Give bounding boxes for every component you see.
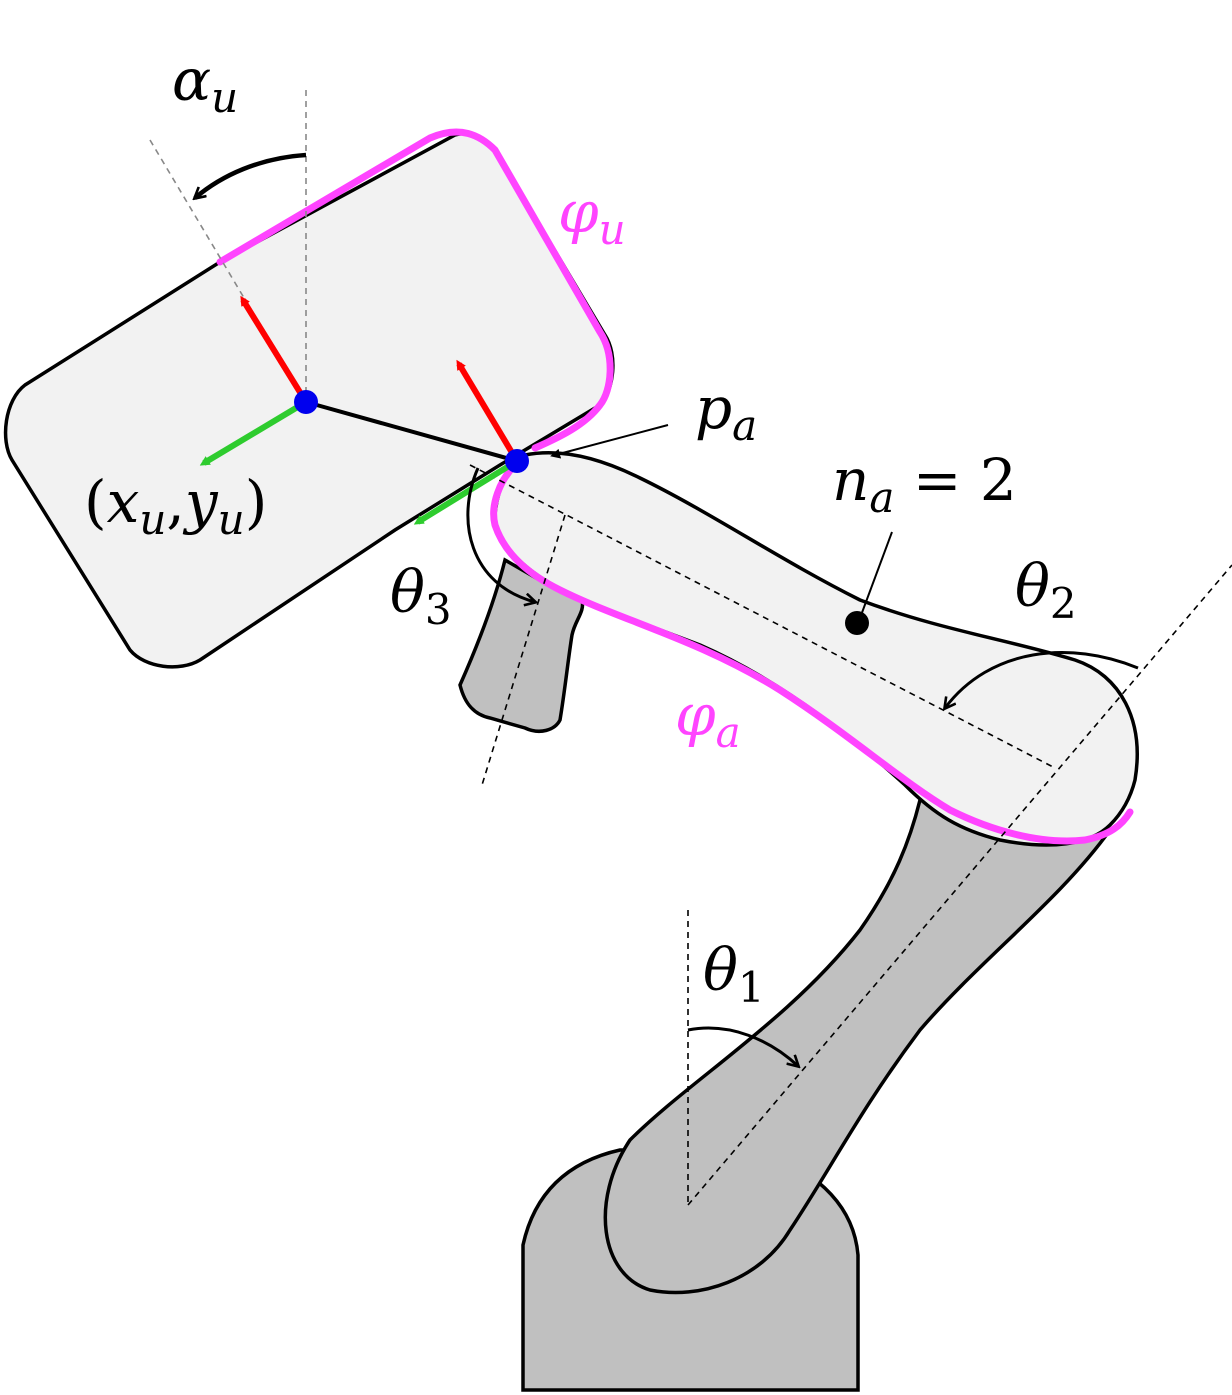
theta-2-label: θ2 bbox=[1015, 552, 1077, 628]
phi-a-label: φa bbox=[675, 681, 741, 757]
robot-contact-contour bbox=[490, 461, 1134, 845]
contact-point-pointer bbox=[550, 424, 669, 459]
theta-2-arc bbox=[945, 651, 1139, 708]
frame-to-contact-line bbox=[305, 400, 518, 463]
p-a-label: pa bbox=[695, 374, 757, 450]
object-frame-origin bbox=[294, 390, 318, 414]
contact-frame-y-axis bbox=[413, 458, 519, 525]
link-2-point bbox=[845, 611, 869, 635]
phi-u-label: φu bbox=[558, 178, 626, 254]
link-2-point-leader bbox=[859, 531, 893, 619]
dashed-reference-lines bbox=[469, 464, 1232, 1206]
alpha-u-label: αu bbox=[172, 46, 238, 122]
robot-link-2 bbox=[493, 451, 1139, 847]
object-frame-y-axis bbox=[199, 399, 308, 466]
theta-1-arc bbox=[687, 1026, 798, 1066]
theta-3-arc bbox=[466, 467, 535, 602]
robot-link-1 bbox=[603, 798, 1114, 1295]
contact-point bbox=[505, 449, 529, 473]
xy-u-label: (xu,yu) bbox=[84, 468, 267, 544]
contact-frame-x-axis bbox=[456, 359, 520, 463]
alpha-u-arc bbox=[195, 152, 307, 198]
object-contact-contour bbox=[216, 128, 614, 452]
n-a-label: na = 2 bbox=[832, 446, 1017, 522]
theta-3-label: θ3 bbox=[390, 558, 452, 634]
theta-1-label: θ1 bbox=[703, 936, 765, 1012]
object-frame-x-axis bbox=[240, 295, 309, 404]
